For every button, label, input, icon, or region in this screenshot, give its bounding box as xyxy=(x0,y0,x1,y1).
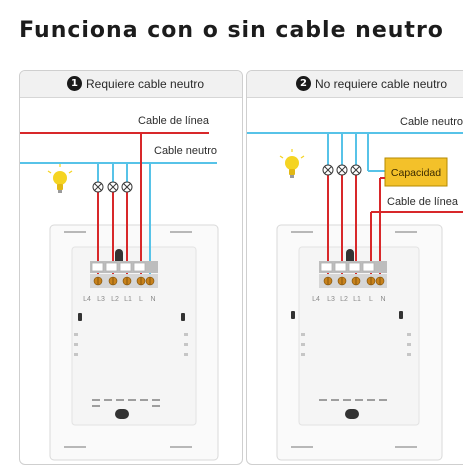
wiring-diagram: Cable neutro Capacidad Cable de línea xyxy=(247,116,463,461)
neutral-wire-label: Cable neutro xyxy=(154,145,217,157)
panel-header: 2 No requiere cable neutro xyxy=(247,71,463,98)
wiring-diagram: Cable de línea Cable neutro xyxy=(20,115,219,461)
terminal-label-l: L xyxy=(369,296,373,303)
line-wire-label: Cable de línea xyxy=(387,196,459,208)
terminal-label-l3: L3 xyxy=(327,296,335,303)
terminal-label-l3: L3 xyxy=(97,296,105,303)
terminal-label-l1: L1 xyxy=(124,296,132,303)
lamp-x-icon xyxy=(322,164,362,176)
terminal-label-l4: L4 xyxy=(312,296,320,303)
line-wire-label: Cable de línea xyxy=(138,115,210,127)
lamp-x-icon xyxy=(92,181,133,193)
panel-header: 1 Requiere cable neutro xyxy=(20,71,242,98)
terminal-label-l2: L2 xyxy=(111,296,119,303)
terminal-label-l: L xyxy=(139,296,143,303)
number-badge: 2 xyxy=(296,76,311,91)
capacitor-box xyxy=(384,157,448,187)
page-title: Funciona con o sin cable neutro xyxy=(19,18,444,43)
neutral-wire-label: Cable neutro xyxy=(400,116,463,128)
switch-body xyxy=(298,246,420,426)
capacitor-label: Capacidad xyxy=(391,167,441,179)
screw-terminal-icon xyxy=(319,261,387,288)
bulb-icon xyxy=(279,149,305,178)
panel-with-neutral: 1 Requiere cable neutro Cable de línea C… xyxy=(19,70,243,465)
screw-terminal-icon xyxy=(90,261,158,288)
bulb-icon xyxy=(47,164,73,193)
terminal-label-n: N xyxy=(380,296,385,303)
terminal-label-n: N xyxy=(150,296,155,303)
panel-without-neutral: 2 No requiere cable neutro Cable neutro xyxy=(246,70,463,465)
panel-header-text: Requiere cable neutro xyxy=(86,76,205,91)
terminal-label-l2: L2 xyxy=(340,296,348,303)
terminal-label-l1: L1 xyxy=(353,296,361,303)
switch-body xyxy=(71,246,197,426)
terminal-label-l4: L4 xyxy=(83,296,91,303)
number-badge: 1 xyxy=(67,76,82,91)
panel-header-text: No requiere cable neutro xyxy=(315,76,448,91)
